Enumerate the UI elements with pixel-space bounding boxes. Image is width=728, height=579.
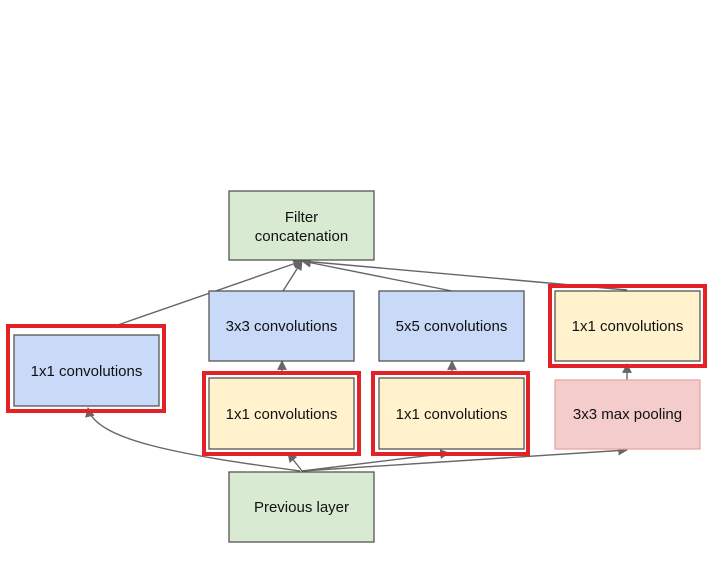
arrow-conv3x3-to-concat	[282, 260, 303, 292]
arrow-left-conv-to-concat	[111, 259, 303, 328]
arrow-conv5x5-to-concat	[301, 257, 453, 292]
arrow-prev-to-left-conv	[85, 407, 301, 472]
filter-concatenation-node: Filter concatenation	[228, 190, 375, 261]
conv1x1-reduce-3x3-node: 1x1 convolutions	[202, 371, 361, 456]
filter-concatenation-label-line1: Filter	[285, 209, 318, 226]
conv3x3-node: 3x3 convolutions	[208, 290, 355, 362]
conv1x1-reduce-5x5-node: 1x1 convolutions	[371, 371, 530, 456]
conv1x1-reduce-5x5-label: 1x1 convolutions	[396, 406, 508, 423]
previous-layer-label: Previous layer	[254, 499, 349, 516]
arrow-prev-to-maxpool	[301, 445, 628, 472]
conv1x1-left-node: 1x1 convolutions	[6, 324, 166, 413]
conv1x1-left-label: 1x1 convolutions	[31, 363, 143, 380]
maxpool3x3-node: 3x3 max pooling	[554, 379, 701, 450]
conv5x5-node: 5x5 convolutions	[378, 290, 525, 362]
maxpool3x3-label: 3x3 max pooling	[573, 406, 682, 423]
conv1x1-reduce-3x3-label: 1x1 convolutions	[226, 406, 338, 423]
conv1x1-top-right-node: 1x1 convolutions	[548, 284, 707, 368]
conv1x1-top-right-label: 1x1 convolutions	[572, 318, 684, 335]
previous-layer-node: Previous layer	[228, 471, 375, 543]
conv5x5-label: 5x5 convolutions	[396, 318, 508, 335]
filter-concatenation-label-line2: concatenation	[255, 228, 348, 245]
conv3x3-label: 3x3 convolutions	[226, 318, 338, 335]
